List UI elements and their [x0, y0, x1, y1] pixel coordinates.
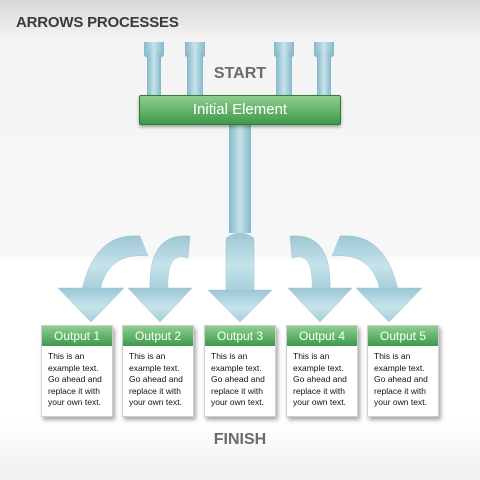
output-5-arrow: [331, 235, 423, 323]
output-box-3-text: This is an example text. Go ahead and re…: [211, 351, 265, 407]
output-box-2-title: Output 2: [123, 326, 193, 346]
output-box-5: Output 5 This is an example text. Go ahe…: [367, 325, 439, 417]
output-box-1-text: This is an example text. Go ahead and re…: [48, 351, 102, 407]
output-box-1: Output 1 This is an example text. Go ahe…: [41, 325, 113, 417]
output-box-3-title: Output 3: [205, 326, 275, 346]
output-box-4: Output 4 This is an example text. Go ahe…: [286, 325, 358, 417]
output-box-2: Output 2 This is an example text. Go ahe…: [122, 325, 194, 417]
start-label: START: [213, 65, 267, 82]
output-4-arrow: [287, 235, 353, 323]
output-2-arrow: [127, 235, 193, 323]
initial-element-box: Initial Element: [139, 95, 341, 125]
output-box-1-title: Output 1: [42, 326, 112, 346]
output-3-arrow: [207, 232, 273, 323]
output-box-4-text: This is an example text. Go ahead and re…: [293, 351, 347, 407]
output-box-5-text: This is an example text. Go ahead and re…: [374, 351, 428, 407]
top-arrow-stems: [144, 42, 334, 97]
output-box-3: Output 3 This is an example text. Go ahe…: [204, 325, 276, 417]
page-title: ARROWS PROCESSES: [16, 14, 179, 31]
output-box-4-title: Output 4: [287, 326, 357, 346]
output-box-2-text: This is an example text. Go ahead and re…: [129, 351, 183, 407]
output-box-5-title: Output 5: [368, 326, 438, 346]
finish-label: FINISH: [213, 431, 267, 448]
output-1-arrow: [57, 235, 149, 323]
central-stem: [229, 123, 251, 233]
